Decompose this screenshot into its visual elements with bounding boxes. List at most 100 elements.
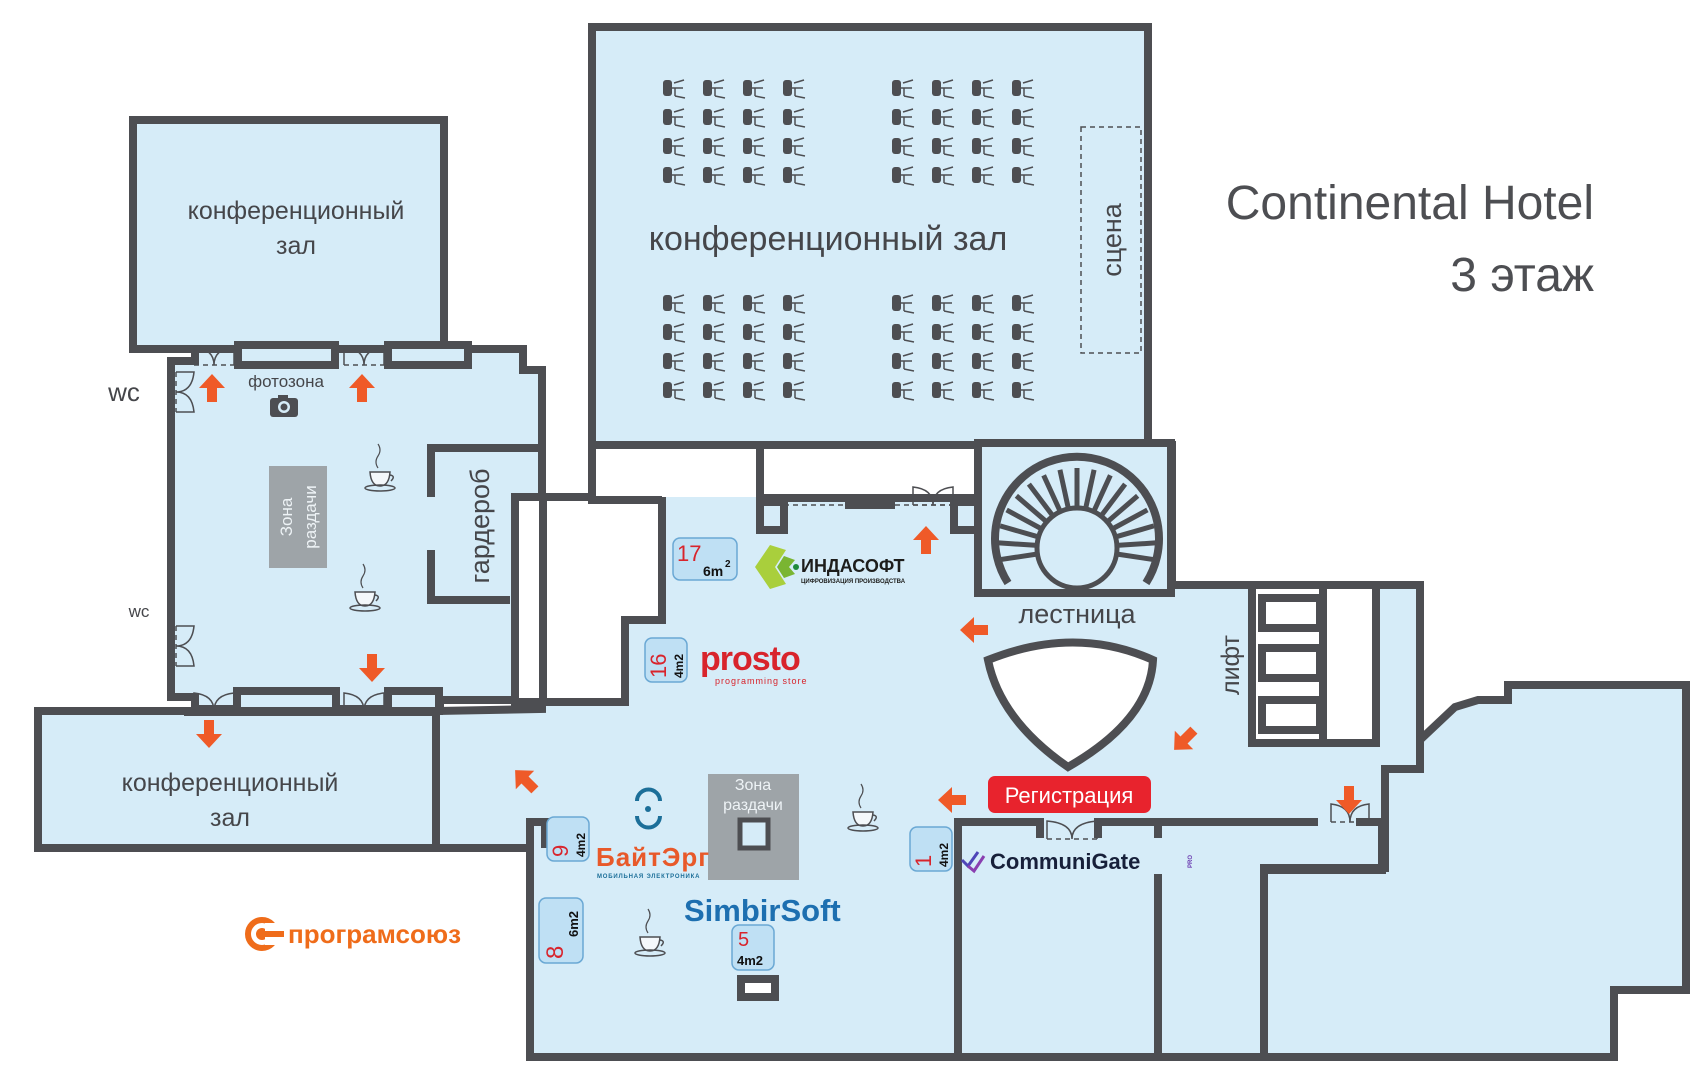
chair-icon <box>1012 137 1035 157</box>
chair-icon <box>1012 323 1035 343</box>
chair-icon <box>663 294 686 314</box>
stair-step <box>1041 474 1063 513</box>
conf-bottom-left-label-1: конференционный <box>122 769 339 797</box>
chair-icon <box>743 166 766 186</box>
chair-icon <box>743 108 766 128</box>
conf-top-left-label-2: зал <box>276 232 316 260</box>
wc-top-label: wc <box>107 377 140 407</box>
chair-icon <box>783 352 806 372</box>
booth-number: 16 <box>646 654 671 678</box>
wall-segment <box>233 687 340 715</box>
direction-arrow-icon <box>349 374 375 402</box>
camera-icon <box>270 395 298 417</box>
indasoft-logo: ИНДАСОФТ ЦИФРОВИЗАЦИЯ ПРОИЗВОДСТВА <box>755 545 906 589</box>
chair-icon <box>1012 166 1035 186</box>
chair-icon <box>783 294 806 314</box>
chair-icon <box>703 137 726 157</box>
chair-icon <box>1012 352 1035 372</box>
booth-16[interactable]: 16 4m2 <box>644 637 688 683</box>
chair-icon <box>972 166 995 186</box>
gap-white <box>596 449 756 497</box>
direction-arrow-icon <box>515 770 539 794</box>
stair-step <box>1083 469 1097 510</box>
chair-icon <box>932 352 955 372</box>
booth-number: 17 <box>677 541 701 566</box>
booth-5[interactable]: 5 4m2 <box>731 924 775 971</box>
programsoyuz-logo: програмсоюз <box>245 917 461 951</box>
door-icon <box>1046 820 1098 840</box>
svg-text:ИНДАСОФТ: ИНДАСОФТ <box>801 556 905 576</box>
elevator-car <box>1258 696 1324 734</box>
chair-icon <box>703 323 726 343</box>
stair-step <box>1091 474 1113 513</box>
chair-icon <box>972 323 995 343</box>
chair-icon <box>663 108 686 128</box>
chair-icon <box>703 294 726 314</box>
booth-number: 1 <box>911 855 936 867</box>
conf-top-left-label-1: конференционный <box>188 197 405 225</box>
chair-icon <box>932 137 955 157</box>
chair-icon <box>663 381 686 401</box>
svg-text:prosto: prosto <box>700 640 800 678</box>
communigate-rooms <box>954 818 1389 1057</box>
svg-text:ЦИФРОВИЗАЦИЯ ПРОИЗВОДСТВА: ЦИФРОВИЗАЦИЯ ПРОИЗВОДСТВА <box>801 579 906 585</box>
svg-text:programming store: programming store <box>715 676 808 686</box>
communigate-logo: CommuniGate PRO <box>960 849 1194 874</box>
door-icon <box>175 625 195 667</box>
booth-size: 6m <box>703 563 723 579</box>
chair-icon <box>932 294 955 314</box>
chair-icon <box>743 294 766 314</box>
stair-step <box>1105 493 1140 524</box>
chair-icon <box>972 108 995 128</box>
chair-icon <box>663 79 686 99</box>
chair-icon <box>892 323 915 343</box>
door-icon <box>343 692 385 712</box>
stair-step <box>1114 523 1155 540</box>
door-icon <box>193 346 235 366</box>
booth-size: 4m2 <box>737 953 763 968</box>
chair-icon <box>663 166 686 186</box>
serving-zone-left-label-2: раздачи <box>301 485 320 549</box>
baiterg-logo: БайтЭрг МОБИЛЬНАЯ ЭЛЕКТРОНИКА <box>596 787 710 880</box>
booth-17[interactable]: 17 6m 2 <box>672 537 738 581</box>
booth-8[interactable]: 8 6m2 <box>538 897 584 964</box>
booth-size: 4m2 <box>574 833 588 857</box>
chair-icon <box>703 79 726 99</box>
elevator-car <box>1258 644 1324 682</box>
serving-zone-center-box <box>737 817 771 851</box>
partition <box>526 818 549 848</box>
prosto-logo: prosto programming store <box>700 640 808 686</box>
chair-icon <box>703 381 726 401</box>
chair-icon <box>743 352 766 372</box>
serving-zone-left <box>269 466 327 568</box>
chair-icon <box>743 79 766 99</box>
booth-number: 9 <box>548 845 573 857</box>
stairs-label: лестница <box>1018 599 1136 629</box>
door-icon <box>175 371 195 413</box>
booth-size: 4m2 <box>672 654 686 678</box>
elevator-car <box>1258 594 1324 632</box>
photo-zone-label: фотозона <box>248 372 324 391</box>
chair-icon <box>972 137 995 157</box>
booth-number: 8 <box>542 946 569 959</box>
pillar <box>737 975 779 1001</box>
wall-segment <box>384 341 472 369</box>
wc-bottom-label: wc <box>128 602 150 621</box>
gap-wall <box>588 445 764 504</box>
chair-icon <box>743 137 766 157</box>
chair-icon <box>932 79 955 99</box>
floor-label: 3 этаж <box>1450 249 1594 302</box>
booth-number: 5 <box>738 929 749 951</box>
column-block-a <box>511 493 547 706</box>
stair-step <box>997 551 1038 563</box>
svg-text:БайтЭрг: БайтЭрг <box>596 842 710 872</box>
door-icon <box>912 486 954 506</box>
booth-1[interactable]: 1 4m2 <box>909 826 953 872</box>
booth-9[interactable]: 9 4m2 <box>546 816 590 862</box>
chairs <box>663 79 1035 401</box>
chair-icon <box>932 323 955 343</box>
registration-desk <box>983 638 1158 772</box>
registration-badge[interactable]: Регистрация <box>988 776 1151 813</box>
chair-icon <box>1012 294 1035 314</box>
